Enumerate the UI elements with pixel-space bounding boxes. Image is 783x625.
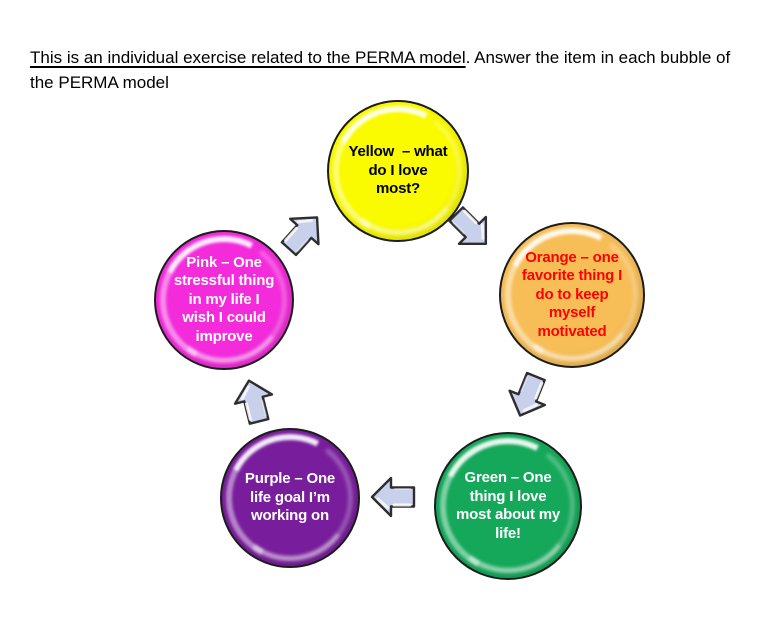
arrow-yellow-to-orange-icon	[448, 206, 488, 246]
bubble-yellow-label: Yellow – what do I love most?	[348, 143, 448, 198]
bubble-purple-label: Purple – One life goal I’m working on	[244, 470, 336, 525]
bubble-pink: Pink – One stressful thing in my life I …	[154, 230, 294, 370]
instructions-underlined: This is an individual exercise related t…	[30, 48, 466, 67]
bubble-pink-label: Pink – One stressful thing in my life I …	[173, 253, 275, 345]
bubble-orange-label: Orange – one favorite thing I do to keep…	[521, 248, 623, 340]
arrow-pink-to-yellow-icon	[280, 216, 320, 257]
bubble-green-label: Green – One thing I love most about my l…	[455, 469, 561, 542]
instructions-text: This is an individual exercise related t…	[30, 45, 754, 95]
bubble-orange: Orange – one favorite thing I do to keep…	[499, 222, 645, 368]
arrow-orange-to-green-icon	[508, 371, 547, 417]
instructions-rest: . Answer the item in each bubble of the …	[30, 48, 731, 92]
bubble-green: Green – One thing I love most about my l…	[434, 432, 582, 580]
bubble-yellow: Yellow – what do I love most?	[327, 100, 469, 242]
arrow-green-to-purple-icon	[370, 476, 416, 518]
bubble-purple: Purple – One life goal I’m working on	[220, 428, 360, 568]
arrow-purple-to-pink-icon	[233, 379, 274, 425]
